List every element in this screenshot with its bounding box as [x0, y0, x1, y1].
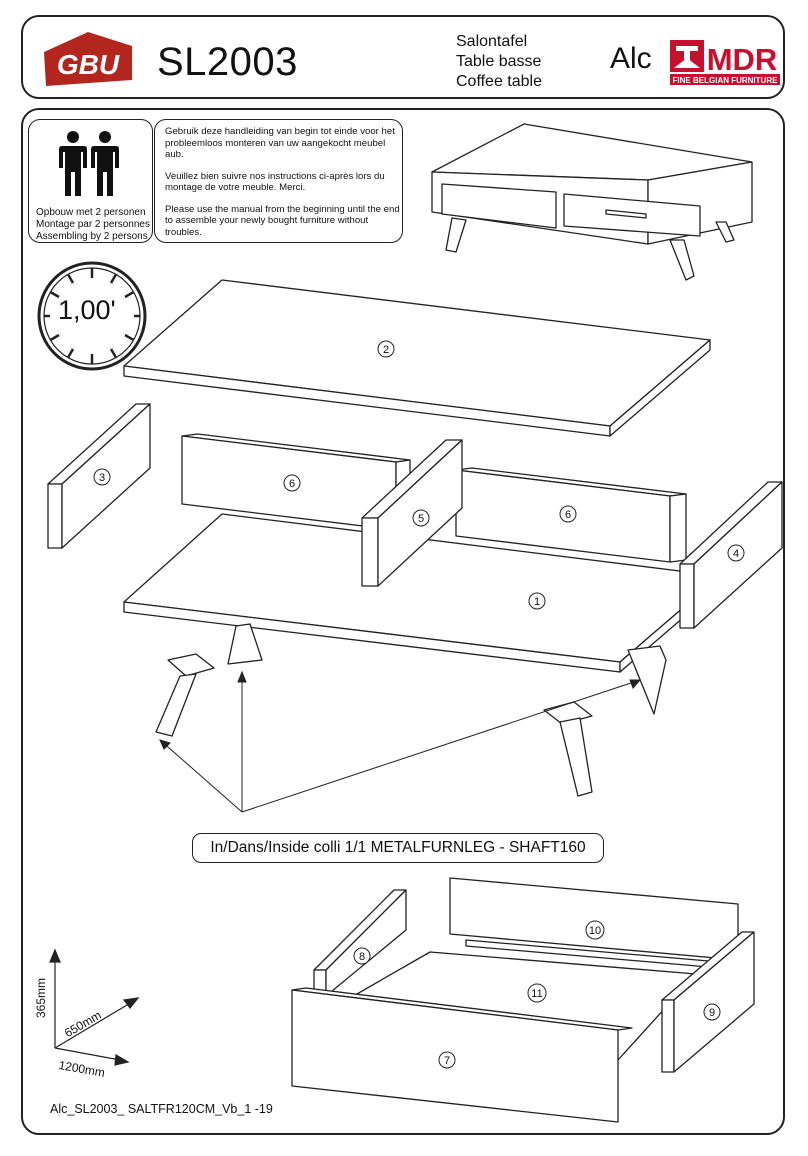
assembly-time: 1,00' [58, 295, 116, 325]
product-name-en: Coffee table [456, 73, 542, 90]
dimension-arrows [49, 948, 140, 1066]
instructions-box [154, 119, 403, 243]
part-label-7: 7 [444, 1055, 450, 1067]
persons-line-fr: Montage par 2 personnes [36, 219, 150, 230]
instructions-nl: Gebruik deze handleiding van begin tot e… [165, 126, 395, 160]
part-7-drawer-front [291, 987, 633, 1123]
mdr-logo-text: MDR [707, 42, 778, 77]
part-9-drawer-side [661, 931, 755, 1073]
persons-text: Opbouw met 2 personen Montage par 2 pers… [36, 207, 150, 243]
model-number: SL2003 [157, 40, 298, 84]
persons-line-en: Assembling by 2 persons [36, 231, 148, 242]
collection-name: Alc [610, 42, 652, 75]
mdr-tagline: FINE BELGIAN FURNITURE [673, 76, 779, 85]
part-label-8: 8 [359, 951, 365, 963]
product-names: Salontafel Table basse Coffee table [456, 32, 542, 92]
assembly-arrows [159, 670, 642, 813]
document-code: Alc_SL2003_ SALTFR120CM_Vb_1 -19 [50, 1102, 273, 1116]
part-label-3: 3 [99, 472, 105, 484]
part-label-5: 5 [418, 513, 424, 525]
assembled-table-illustration [431, 123, 753, 281]
colli-note: In/Dans/Inside colli 1/1 METALFURNLEG - … [192, 833, 604, 863]
instructions-text: Gebruik deze handleiding van begin tot e… [165, 126, 401, 248]
dimension-height: 365mm [34, 977, 48, 1018]
product-name-fr: Table basse [456, 53, 542, 70]
persons-line-nl: Opbouw met 2 personen [36, 207, 146, 218]
mdr-logo: MDR FINE BELGIAN FURNITURE [670, 40, 780, 85]
part-label-10: 10 [589, 925, 601, 937]
part-label-1: 1 [534, 596, 540, 608]
part-label-9: 9 [709, 1007, 715, 1019]
gbu-logo: GBU [44, 32, 132, 86]
two-persons-icon [59, 131, 119, 196]
product-name-nl: Salontafel [456, 33, 528, 50]
instructions-fr: Veuillez bien suivre nos instructions ci… [165, 170, 385, 194]
part-label-11: 11 [531, 988, 542, 1000]
persons-box [28, 119, 153, 243]
header-frame [21, 15, 785, 99]
part-label-2: 2 [383, 344, 389, 356]
instructions-en: Please use the manual from the beginning… [165, 203, 400, 238]
gbu-logo-text: GBU [57, 49, 120, 80]
metal-legs [155, 623, 667, 797]
part-label-4: 4 [733, 548, 739, 560]
clock-icon [37, 261, 147, 371]
part-2-top-panel [123, 279, 711, 437]
main-frame [21, 108, 785, 1135]
part-label-6-right: 6 [565, 509, 571, 521]
part-label-6-left: 6 [289, 478, 295, 490]
